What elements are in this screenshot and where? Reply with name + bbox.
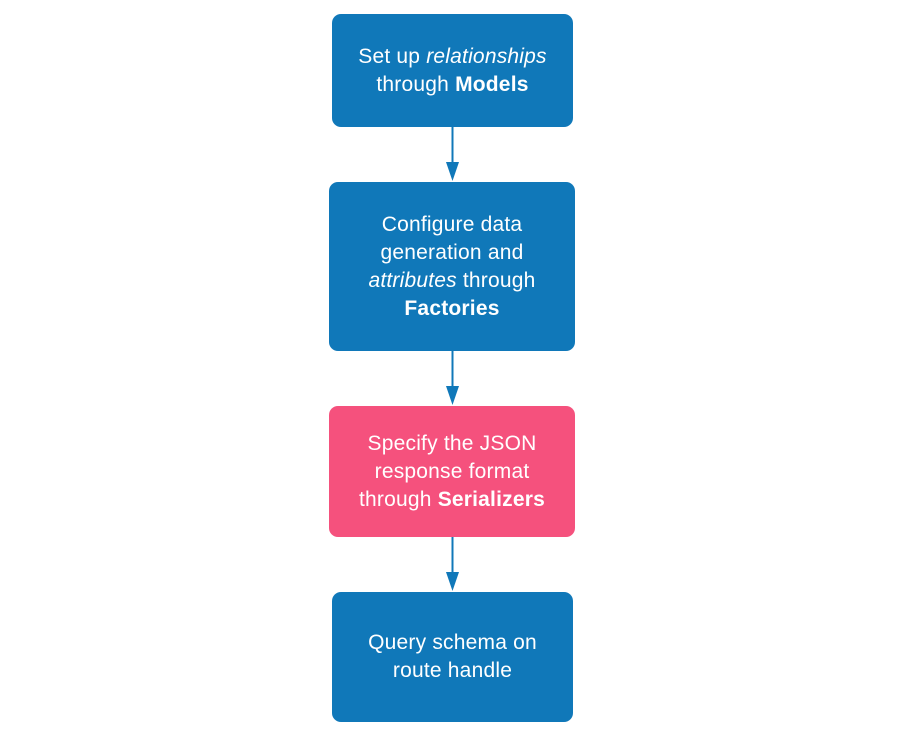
node-text-line: route handle: [392, 659, 513, 682]
flow-node-route-handle: Query schema on route handle: [332, 592, 573, 722]
flow-node-serializers: Specify the JSON response format through S…: [329, 406, 575, 537]
node-text-line: through Models: [376, 72, 529, 96]
connector-arrow-down-icon: [446, 127, 459, 181]
connector-arrow-down-icon: [446, 537, 459, 591]
node-text-line: response format: [374, 459, 530, 483]
node-text-line: generation and: [380, 240, 524, 264]
connector-arrow-down-icon: [446, 351, 459, 405]
node-text-line: Set up relationships: [358, 44, 547, 68]
node-text-line: Query schema on: [368, 631, 537, 654]
node-text-line: attributes through: [368, 268, 536, 292]
node-text-line: Factories: [404, 296, 500, 320]
node-text-line: Specify the JSON: [367, 431, 537, 455]
flow-node-factories: Configure data generation and attributes t…: [329, 182, 575, 351]
node-text-line: Configure data: [381, 212, 523, 236]
flow-node-models: Set up relationships through Models: [332, 14, 573, 127]
node-text-line: through Serializers: [359, 487, 545, 511]
